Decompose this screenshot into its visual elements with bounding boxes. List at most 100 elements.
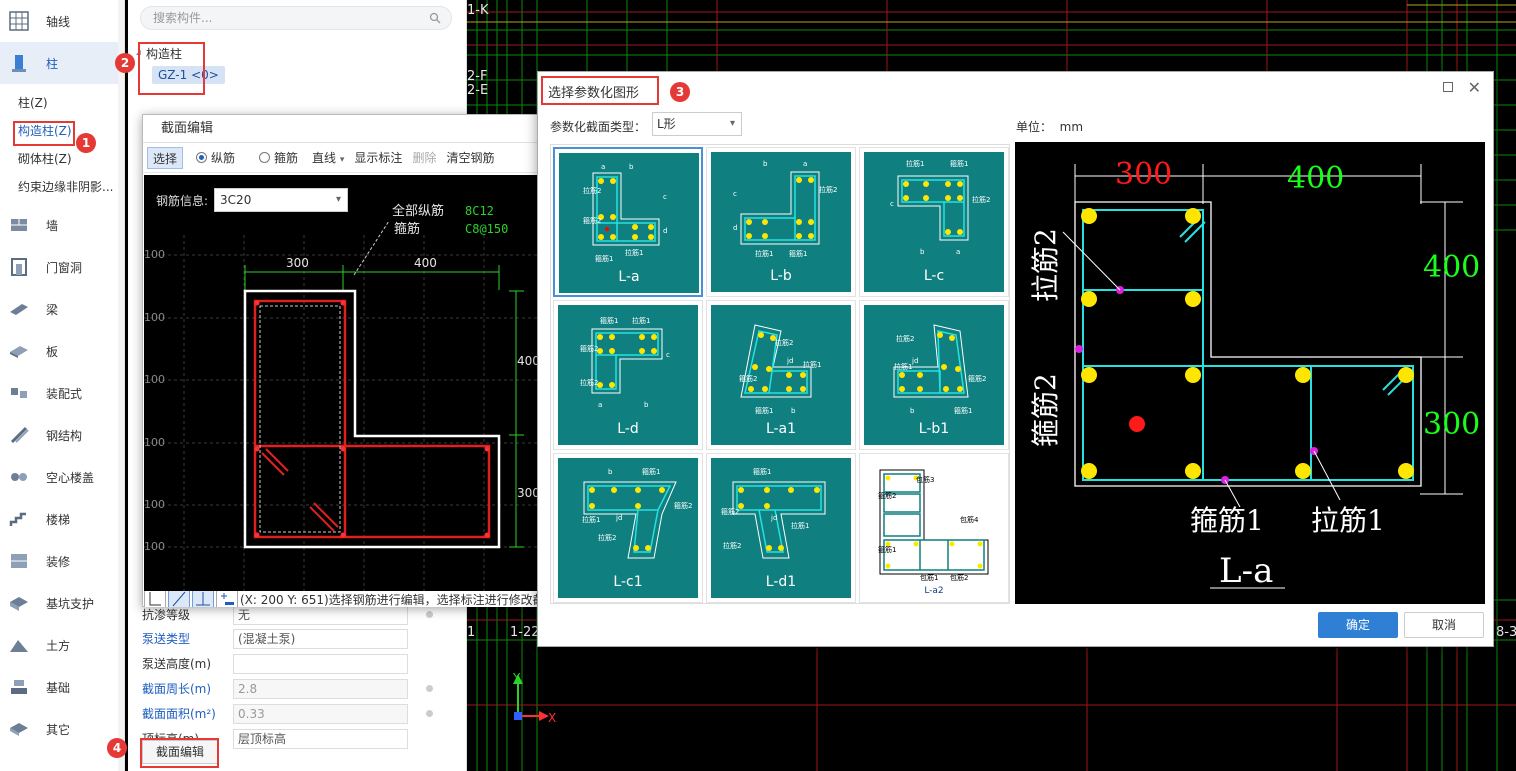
- nav-item-pit-support[interactable]: 基坑支护: [0, 582, 118, 624]
- snap-perpendicular-button[interactable]: [192, 591, 214, 607]
- snap-line-button[interactable]: [168, 591, 190, 607]
- hook-rebar[interactable]: [265, 448, 289, 472]
- longitudinal-radio[interactable]: 纵筋: [191, 147, 240, 169]
- all-long-rebar-value[interactable]: 8C12: [465, 204, 494, 218]
- hook-rebar[interactable]: [261, 452, 285, 476]
- section-canvas[interactable]: 100 100 100 100 100 100 全部纵筋 箍筋 8C12 C8@…: [144, 175, 537, 591]
- nav-scrollbar[interactable]: [118, 0, 124, 771]
- stirrup-radio[interactable]: 箍筋: [254, 147, 303, 169]
- preview-dim-400-right[interactable]: 400: [1423, 250, 1480, 285]
- hook-rebar[interactable]: [313, 502, 339, 528]
- grid-label: 100: [144, 248, 165, 261]
- nav-item-hollow-floor[interactable]: 空心楼盖: [0, 456, 118, 498]
- dim-top-2[interactable]: 400: [414, 256, 437, 270]
- property-value[interactable]: 无: [233, 604, 408, 625]
- beam-icon: [10, 304, 28, 315]
- property-key: 泵送高度(m): [142, 657, 212, 671]
- nav-item-decoration[interactable]: 装修: [0, 540, 118, 582]
- nav-item-earthwork[interactable]: 土方: [0, 624, 118, 666]
- dim-top-1[interactable]: 300: [286, 256, 309, 270]
- nav-item-stair[interactable]: 楼梯: [0, 498, 118, 540]
- stair-icon: [9, 512, 26, 526]
- rebar-point[interactable]: [254, 532, 260, 538]
- nav-item-label: 柱: [46, 56, 59, 71]
- search-input[interactable]: 搜索构件...: [140, 6, 452, 30]
- close-icon[interactable]: ✕: [1467, 78, 1481, 97]
- rebar-point[interactable]: [484, 446, 490, 452]
- sub-item-masonry-column[interactable]: 砌体柱(Z): [0, 144, 124, 172]
- cad-label: 2-E: [467, 83, 488, 98]
- nav-item-wall[interactable]: 墙: [0, 204, 118, 246]
- select-tool-button[interactable]: 选择: [147, 146, 184, 169]
- property-value[interactable]: 2.8: [233, 678, 408, 699]
- dim-right-2[interactable]: 300: [517, 486, 537, 500]
- nav-item-label: 钢结构: [46, 428, 83, 443]
- rebar-point[interactable]: [254, 300, 260, 306]
- section-edit-button[interactable]: 截面编辑: [142, 740, 218, 764]
- nav-item-prefab[interactable]: 装配式: [0, 372, 118, 414]
- dimension-lines: [244, 265, 524, 548]
- nav-item-other[interactable]: 其它: [0, 708, 118, 750]
- delete-button[interactable]: 删除: [412, 150, 437, 165]
- nav-item-axis[interactable]: 轴线: [0, 0, 124, 42]
- nav-item-steel-structure[interactable]: 钢结构: [0, 414, 118, 456]
- preview-dim-400-top[interactable]: 400: [1287, 161, 1344, 196]
- sub-item-constructional-column[interactable]: 构造柱(Z): [0, 116, 124, 144]
- stirrup-value[interactable]: C8@150: [465, 222, 508, 236]
- clear-rebar-button[interactable]: 清空钢筋: [446, 150, 495, 165]
- rebar-point[interactable]: [254, 446, 260, 452]
- preview-dim-300-right[interactable]: 300: [1423, 407, 1480, 442]
- search-icon[interactable]: [429, 12, 441, 24]
- shape-thumb-label: c: [663, 193, 667, 201]
- stirrup-rebar[interactable]: [253, 299, 491, 539]
- shape-thumb-label: a: [598, 401, 602, 409]
- property-value[interactable]: [233, 653, 408, 674]
- nav-item-slab[interactable]: 板: [0, 330, 118, 372]
- rebar-point[interactable]: [340, 300, 346, 306]
- rebar-info-select[interactable]: 3C20: [214, 188, 349, 212]
- sub-item-column-z[interactable]: 柱(Z): [0, 88, 124, 116]
- nav-item-foundation[interactable]: 基础: [0, 666, 118, 708]
- ok-button[interactable]: 确定: [1318, 612, 1398, 638]
- rebar-point[interactable]: [340, 532, 346, 538]
- hollow-floor-icon: [11, 473, 27, 481]
- dim-right-1[interactable]: 400: [517, 354, 537, 368]
- shape-thumb-label: a: [803, 160, 807, 168]
- preview-name: L-a: [1219, 551, 1273, 591]
- sub-item-edge-member[interactable]: 约束边缘非阴影...: [0, 172, 124, 200]
- property-value[interactable]: 0.33: [233, 703, 408, 724]
- snap-add-button[interactable]: [216, 591, 238, 607]
- shape-name: L-a1: [765, 421, 797, 437]
- shape-name: L-a2: [924, 586, 944, 596]
- property-value[interactable]: (混凝土泵): [233, 628, 408, 649]
- property-value[interactable]: 层顶标高: [233, 728, 408, 749]
- section-type-select[interactable]: L形: [652, 112, 742, 136]
- rebar-point[interactable]: [484, 532, 490, 538]
- shape-thumb-label: b: [629, 163, 634, 171]
- nav-item-beam[interactable]: 梁: [0, 288, 118, 330]
- property-key: 截面周长(m): [142, 682, 212, 696]
- rebar-point[interactable]: [340, 446, 346, 452]
- cancel-button[interactable]: 取消: [1404, 612, 1484, 638]
- nav-item-column[interactable]: 柱: [0, 42, 124, 84]
- shape-thumb-label: 包筋1: [920, 573, 938, 582]
- snap-endpoint-button[interactable]: [144, 591, 166, 607]
- line-tool-dropdown[interactable]: 直线 ▾: [307, 147, 349, 169]
- nav-item-door-window[interactable]: 门窗洞: [0, 246, 118, 288]
- preview-dim-300-top[interactable]: 300: [1115, 157, 1172, 192]
- hook-rebar[interactable]: [309, 506, 335, 532]
- show-dimension-button[interactable]: 显示标注: [354, 150, 403, 165]
- maximize-icon[interactable]: [1443, 82, 1453, 92]
